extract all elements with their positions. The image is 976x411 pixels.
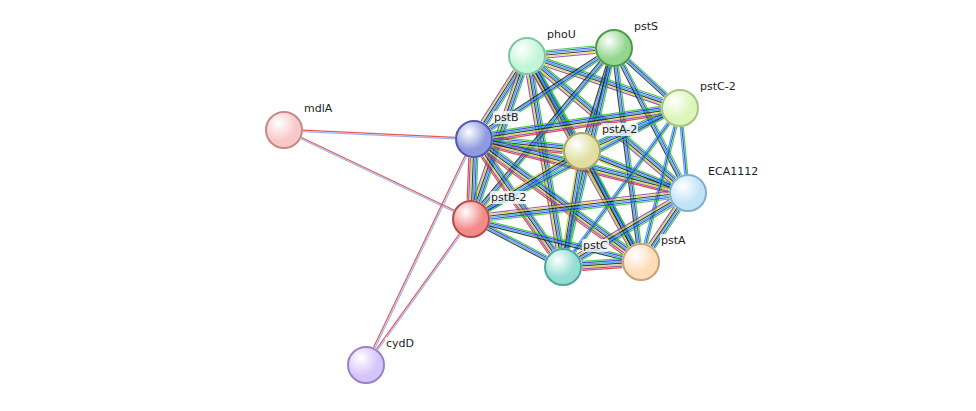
protein-label: pstA xyxy=(660,234,687,247)
evidence-line xyxy=(374,156,466,348)
protein-node: pstC xyxy=(544,248,582,286)
evidence-line xyxy=(303,132,455,139)
evidence-line xyxy=(378,235,461,350)
evidence-line xyxy=(467,158,469,200)
evidence-line xyxy=(490,58,598,128)
protein-node: ECA1112 xyxy=(669,174,707,212)
protein-node: pstA-2 xyxy=(563,132,601,170)
evidence-line xyxy=(599,116,662,144)
evidence-line xyxy=(487,161,566,209)
evidence-line xyxy=(485,155,552,252)
evidence-line xyxy=(488,162,567,210)
interaction-edge xyxy=(486,158,568,211)
interaction-edge xyxy=(680,127,687,174)
protein-label: pstB-2 xyxy=(490,191,528,204)
protein-label: phoU xyxy=(546,28,577,41)
protein-node: pstS xyxy=(595,29,633,67)
interaction-edge xyxy=(627,59,668,97)
protein-label: pstS xyxy=(633,20,659,33)
protein-label: pstC-2 xyxy=(699,80,737,93)
protein-node: pstC-2 xyxy=(661,89,699,127)
interaction-edge xyxy=(582,259,623,271)
protein-node: pstA xyxy=(622,243,660,281)
evidence-line xyxy=(375,157,467,349)
interaction-edge xyxy=(546,46,596,58)
protein-node: cydD xyxy=(347,346,385,384)
protein-label: pstA-2 xyxy=(601,123,638,136)
protein-node: mdlA xyxy=(265,111,303,149)
evidence-line xyxy=(486,73,519,124)
evidence-line xyxy=(303,130,455,137)
evidence-line xyxy=(301,139,454,212)
evidence-line xyxy=(489,192,668,214)
interaction-edge xyxy=(377,234,461,350)
protein-node: pstB xyxy=(455,120,493,158)
evidence-line xyxy=(578,201,670,256)
evidence-line xyxy=(546,54,595,59)
protein-label: cydD xyxy=(385,337,415,350)
evidence-line xyxy=(486,160,565,208)
evidence-line xyxy=(599,114,662,142)
protein-label: mdlA xyxy=(303,102,333,115)
evidence-line xyxy=(680,127,684,174)
interaction-edge xyxy=(303,130,455,139)
interaction-edge xyxy=(374,156,467,348)
protein-label: pstC xyxy=(582,239,609,252)
protein-node: pstB-2 xyxy=(452,200,490,238)
evidence-line xyxy=(619,67,641,243)
evidence-line xyxy=(377,234,460,349)
evidence-line xyxy=(582,268,622,271)
protein-label: pstB xyxy=(493,111,520,124)
interaction-edge xyxy=(467,158,478,200)
evidence-line xyxy=(579,202,671,257)
evidence-line xyxy=(644,126,674,243)
evidence-line xyxy=(302,138,455,211)
protein-node: phoU xyxy=(508,37,546,75)
interaction-edge xyxy=(301,138,454,212)
evidence-line xyxy=(486,158,565,206)
protein-label: ECA1112 xyxy=(707,165,759,178)
